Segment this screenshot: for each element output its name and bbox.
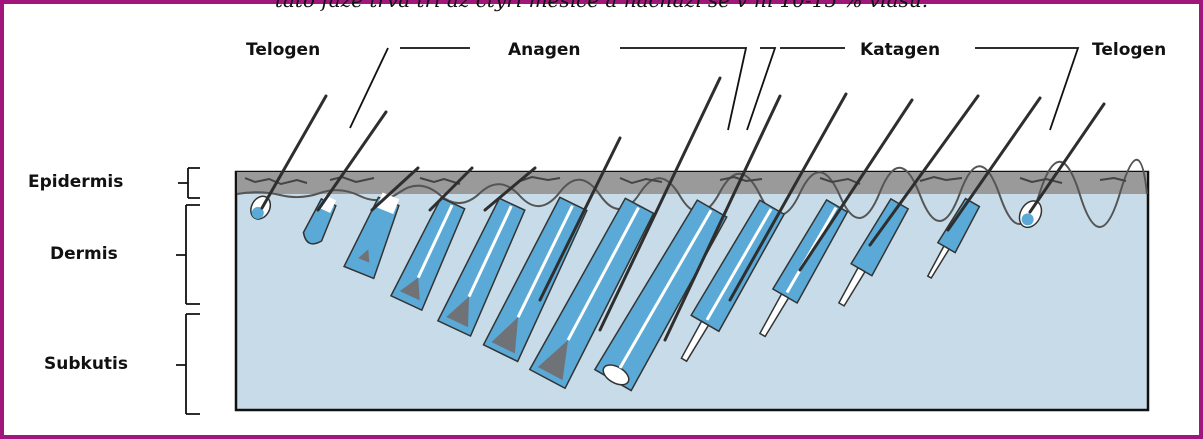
layer-label-subkutis: Subkutis [44,354,128,374]
caption-text: tato fáze trvá tři až čtyři měsíce a nac… [0,0,1203,12]
layer-label-epidermis: Epidermis [28,172,123,192]
stage-label-anagen: Anagen [508,40,581,60]
stage-label-katagen: Katagen [860,40,940,60]
stage-label-telogen-right: Telogen [1092,40,1166,60]
layer-brackets [176,168,200,414]
stage-label-telogen-left: Telogen [246,40,320,60]
layer-label-dermis: Dermis [50,244,118,264]
